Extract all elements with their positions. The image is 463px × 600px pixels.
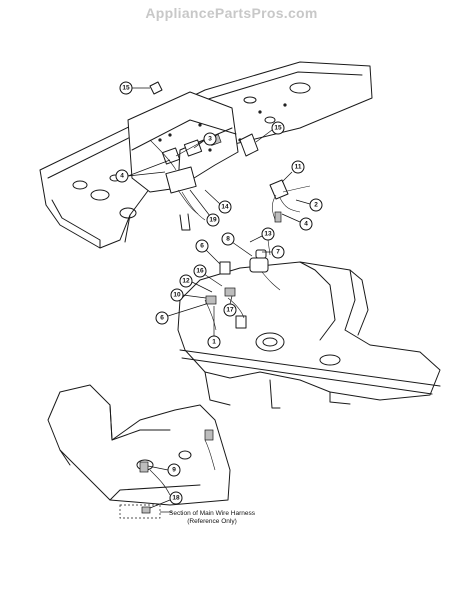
callout-16-circle [193, 264, 207, 278]
callout-3-circle [203, 132, 217, 146]
callout-11-label: 11 [295, 164, 302, 171]
callout-4b-label: 4 [304, 221, 308, 228]
callout-13-circle [261, 227, 275, 241]
callout-labels: 15 3 15 4 19 14 11 [115, 81, 323, 525]
callout-7-label: 7 [276, 249, 280, 256]
callout-7-circle [271, 245, 285, 259]
callout-6b-circle [155, 311, 169, 325]
callout-14-circle [218, 200, 232, 214]
callout-14-label: 14 [221, 204, 229, 211]
callout-6a-label: 6 [200, 243, 204, 250]
top-frame-assembly [39, 61, 373, 249]
callout-2-circle [309, 198, 323, 212]
callout-15b-circle [271, 121, 285, 135]
callout-15a-circle [119, 81, 133, 95]
callout-18-circle [169, 491, 183, 505]
callout-13-label: 13 [264, 231, 272, 238]
callout-9-circle [167, 463, 181, 477]
callout-1-label: 1 [212, 339, 216, 346]
callout-1-circle [207, 335, 221, 349]
callout-4a-label: 4 [120, 173, 124, 180]
callout-2-label: 2 [314, 202, 318, 209]
callout-15b-label: 15 [274, 125, 282, 132]
callout-17-circle [223, 303, 237, 317]
callout-12-circle [179, 274, 193, 288]
harness-caption-line2: (Reference Only) [187, 518, 237, 525]
callout-18-label: 18 [172, 495, 180, 502]
callout-15a-label: 15 [122, 85, 130, 92]
callout-3-label: 3 [208, 136, 212, 143]
callout-8-circle [221, 232, 235, 246]
right-side-harness-assembly [269, 179, 311, 223]
callout-16-label: 16 [196, 268, 204, 275]
callout-10-label: 10 [173, 292, 181, 299]
callout-11-circle [291, 160, 305, 174]
callout-10-circle [170, 288, 184, 302]
callout-12-label: 12 [182, 278, 190, 285]
callout-19-label: 19 [209, 217, 217, 224]
callout-4a-circle [115, 169, 129, 183]
callout-4b-circle [299, 217, 313, 231]
bottom-fender-assembly [47, 384, 231, 519]
callout-19-circle [206, 213, 220, 227]
harness-caption-line1: Section of Main Wire Harness [169, 510, 256, 517]
callout-6b-label: 6 [160, 315, 164, 322]
callout-17-label: 17 [226, 307, 234, 314]
middle-engine-assembly [177, 239, 441, 409]
callout-6a-circle [195, 239, 209, 253]
callout-9-label: 9 [172, 467, 176, 474]
callout-8-label: 8 [226, 236, 230, 243]
watermark-text: AppliancePartsPros.com [145, 5, 318, 21]
